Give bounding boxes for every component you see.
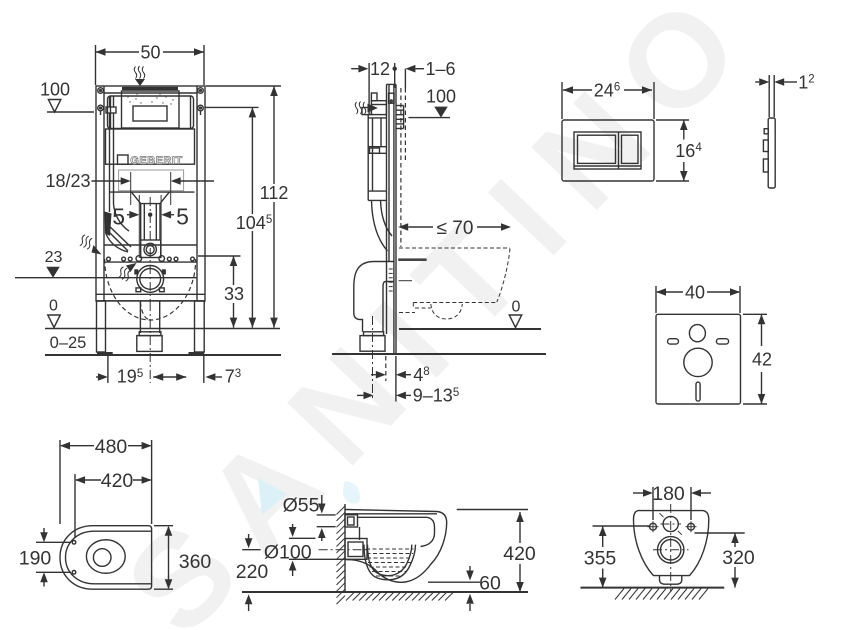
- svg-text:480: 480: [95, 436, 128, 458]
- svg-text:246: 246: [594, 80, 620, 100]
- svg-text:9–135: 9–135: [413, 386, 459, 406]
- svg-text:5: 5: [176, 204, 189, 230]
- svg-text:420: 420: [503, 543, 536, 565]
- svg-text:5: 5: [112, 204, 125, 230]
- svg-text:320: 320: [722, 547, 755, 569]
- svg-text:23: 23: [45, 249, 63, 266]
- svg-text:33: 33: [224, 284, 244, 304]
- svg-text:50: 50: [140, 42, 160, 62]
- svg-text:100: 100: [40, 79, 70, 99]
- svg-text:180: 180: [652, 483, 685, 505]
- svg-text:190: 190: [19, 548, 52, 570]
- svg-text:360: 360: [179, 551, 212, 573]
- svg-text:0: 0: [512, 298, 521, 315]
- svg-text:420: 420: [101, 470, 134, 492]
- svg-text:40: 40: [685, 282, 705, 302]
- svg-text:60: 60: [479, 572, 501, 594]
- svg-text:Ø100: Ø100: [264, 542, 312, 564]
- svg-text:≤ 70: ≤ 70: [437, 218, 474, 239]
- svg-text:195: 195: [117, 367, 143, 387]
- svg-text:12: 12: [370, 59, 390, 79]
- svg-text:355: 355: [584, 548, 617, 570]
- svg-text:42: 42: [752, 349, 772, 369]
- svg-text:112: 112: [260, 183, 289, 203]
- svg-text:220: 220: [236, 561, 269, 583]
- svg-text:1–6: 1–6: [425, 59, 455, 79]
- svg-text:18/23: 18/23: [45, 171, 90, 191]
- svg-text:0–25: 0–25: [50, 334, 87, 352]
- svg-text:Ø55: Ø55: [283, 495, 320, 517]
- svg-text:0: 0: [49, 297, 58, 314]
- svg-text:1045: 1045: [236, 213, 272, 233]
- svg-text:GEBERIT: GEBERIT: [130, 155, 182, 167]
- svg-text:100: 100: [426, 86, 456, 106]
